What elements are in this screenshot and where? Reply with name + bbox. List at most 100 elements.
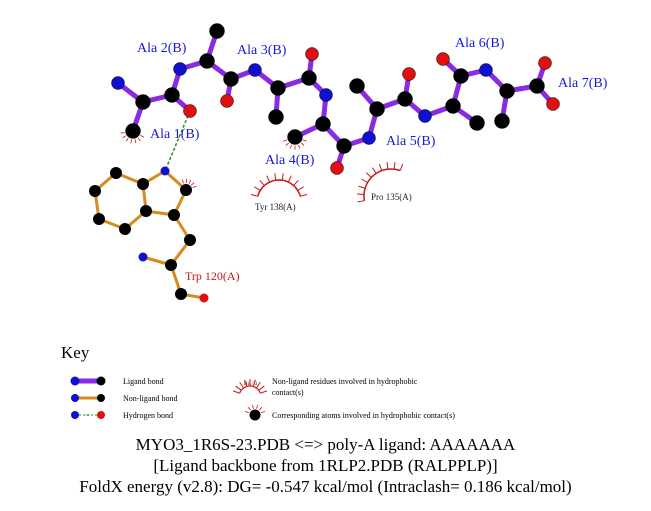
ligand-nitrogen-atom <box>111 76 125 90</box>
hydrophobic-ray <box>137 137 141 142</box>
hydrophobic-spoke <box>259 180 265 186</box>
ligand-oxygen-atom <box>538 56 552 70</box>
ligand-oxygen-atom <box>305 47 319 61</box>
hydrophobic-spoke <box>365 172 372 178</box>
ligand-carbon-atom <box>499 83 515 99</box>
hydrogen-bond <box>164 110 191 172</box>
key-hbond-sample: 3.0 <box>71 411 105 419</box>
key-non-ligand-bond-sample <box>71 394 105 402</box>
ligand-carbon-atom <box>349 78 365 94</box>
hydrophobic-spoke <box>287 175 292 183</box>
ligand-carbon-atom <box>369 101 385 117</box>
hydrophobic-spoke <box>300 194 308 197</box>
hydrophobic-spoke <box>239 381 245 389</box>
hydrophobic-spoke <box>378 163 383 171</box>
ligand-oxygen-atom <box>220 94 234 108</box>
key-hydrophobic-arc-icon <box>232 379 268 394</box>
ligand-oxygen-atom <box>436 52 450 66</box>
hydrophobic-ray <box>181 179 184 184</box>
hydrophobic-ray <box>122 135 127 139</box>
hydrophobic-spoke <box>393 162 396 170</box>
hydrophobic-ray <box>125 137 129 142</box>
ligand-nitrogen-atom <box>173 62 187 76</box>
hbond-layer <box>164 110 191 172</box>
hydrophobic-ray <box>192 185 197 188</box>
key-ligand-bond-label: Ligand bond <box>123 377 164 386</box>
ligand-nitrogen-atom <box>418 109 432 123</box>
hydrophobic-spoke <box>250 194 258 197</box>
trp-carbon-atom <box>184 234 196 246</box>
key-hydrophobic-atom-icon <box>244 404 266 421</box>
key-ligand-bond-sample <box>70 376 106 386</box>
trp-carbon-atom <box>137 178 149 190</box>
ligand-carbon-atom <box>315 116 331 132</box>
ligand-carbon-atom <box>287 129 303 145</box>
hydrophobic-ray <box>120 132 125 134</box>
trp-carbon-atom <box>165 259 177 271</box>
hydrophobic-atom-ala1-icon <box>120 132 145 144</box>
ligand-carbon-atom <box>199 53 215 69</box>
hydrophobic-spoke <box>252 379 256 387</box>
key-hydrophobic-atoms-label: Corresponding atoms involved in hydropho… <box>272 411 455 420</box>
residue-label-ala3: Ala 3(B) <box>237 43 287 58</box>
hydrophobic-spoke <box>255 381 261 389</box>
hydrophobic-ray <box>260 411 266 414</box>
hydrophobic-spoke <box>297 186 304 191</box>
key-hbond-label: Hydrogen bond <box>123 411 173 420</box>
ligand-oxygen-atom <box>183 104 197 118</box>
hydrophobic-arc <box>363 168 401 201</box>
hydrophobic-arc-pro135-icon <box>357 162 404 203</box>
hydrophobic-spoke <box>266 175 271 183</box>
hydrophobic-ray <box>302 139 307 142</box>
hydrophobic-spoke <box>281 173 284 181</box>
residue-label-ala2: Ala 2(B) <box>137 41 187 56</box>
ligand-carbon-atom <box>397 91 413 107</box>
trp-carbon-atom <box>180 184 192 196</box>
trp-nitrogen-atom <box>138 252 148 262</box>
trp-carbon-atom <box>110 167 122 179</box>
ligand-carbon-atom <box>301 70 317 86</box>
hydrophobic-ray <box>297 144 301 149</box>
hydrophobic-ray <box>256 404 258 409</box>
hydrophobic-ray <box>259 406 263 411</box>
hydrophobic-ray <box>244 411 250 414</box>
hydrophobic-spoke <box>235 385 242 391</box>
residue-label-ala4: Ala 4(B) <box>265 153 315 168</box>
trp-carbon-atom <box>175 288 187 300</box>
ligand-nitrogen-atom <box>248 63 262 77</box>
hydrophobic-spoke <box>274 173 277 181</box>
ligand-carbon-atom <box>469 115 485 131</box>
hydrophobic-atom-trp-icon <box>181 178 197 188</box>
ligand-carbon-atom <box>209 23 225 39</box>
hydrophobic-spoke <box>358 185 366 189</box>
residue-label-trp120: Trp 120(A) <box>185 269 240 283</box>
ligand-carbon-atom <box>268 109 284 125</box>
hydrophobic-spoke <box>258 385 265 391</box>
ligand-carbon-atom <box>135 94 151 110</box>
ligand-carbon-atom <box>494 113 510 129</box>
footer-backbone: [Ligand backbone from 1RLP2.PDB (RALPPLP… <box>153 456 498 475</box>
hydrophobic-spoke <box>260 390 268 394</box>
hydrophobic-spoke <box>357 200 365 203</box>
ligand-carbon-atom <box>445 98 461 114</box>
hydrophobic-spoke <box>293 180 299 186</box>
key-arc <box>232 379 268 394</box>
ligand-oxygen-atom <box>546 97 560 111</box>
hydrophobic-ray <box>190 182 195 186</box>
key-atom <box>249 409 261 421</box>
key-hbond-distance: 3.0 <box>85 413 90 417</box>
trp-carbon-atom <box>89 185 101 197</box>
trp-carbon-atom <box>93 213 105 225</box>
hydrophobic-spoke <box>254 186 261 191</box>
hydrophobic-ray <box>247 406 251 411</box>
hydrophobic-arc-tyr138-icon <box>250 173 308 197</box>
hydrophobic-spoke <box>361 178 368 183</box>
hydrophobic-spoke <box>244 379 248 387</box>
ligand-carbon-atom <box>529 78 545 94</box>
atoms-layer <box>89 23 560 303</box>
hydrophobic-spoke <box>386 162 389 170</box>
ligand-oxygen-atom <box>402 67 416 81</box>
trp-carbon-atom <box>119 223 131 235</box>
ligand-oxygen-atom <box>330 161 344 175</box>
ligand-nitrogen-atom <box>319 88 333 102</box>
